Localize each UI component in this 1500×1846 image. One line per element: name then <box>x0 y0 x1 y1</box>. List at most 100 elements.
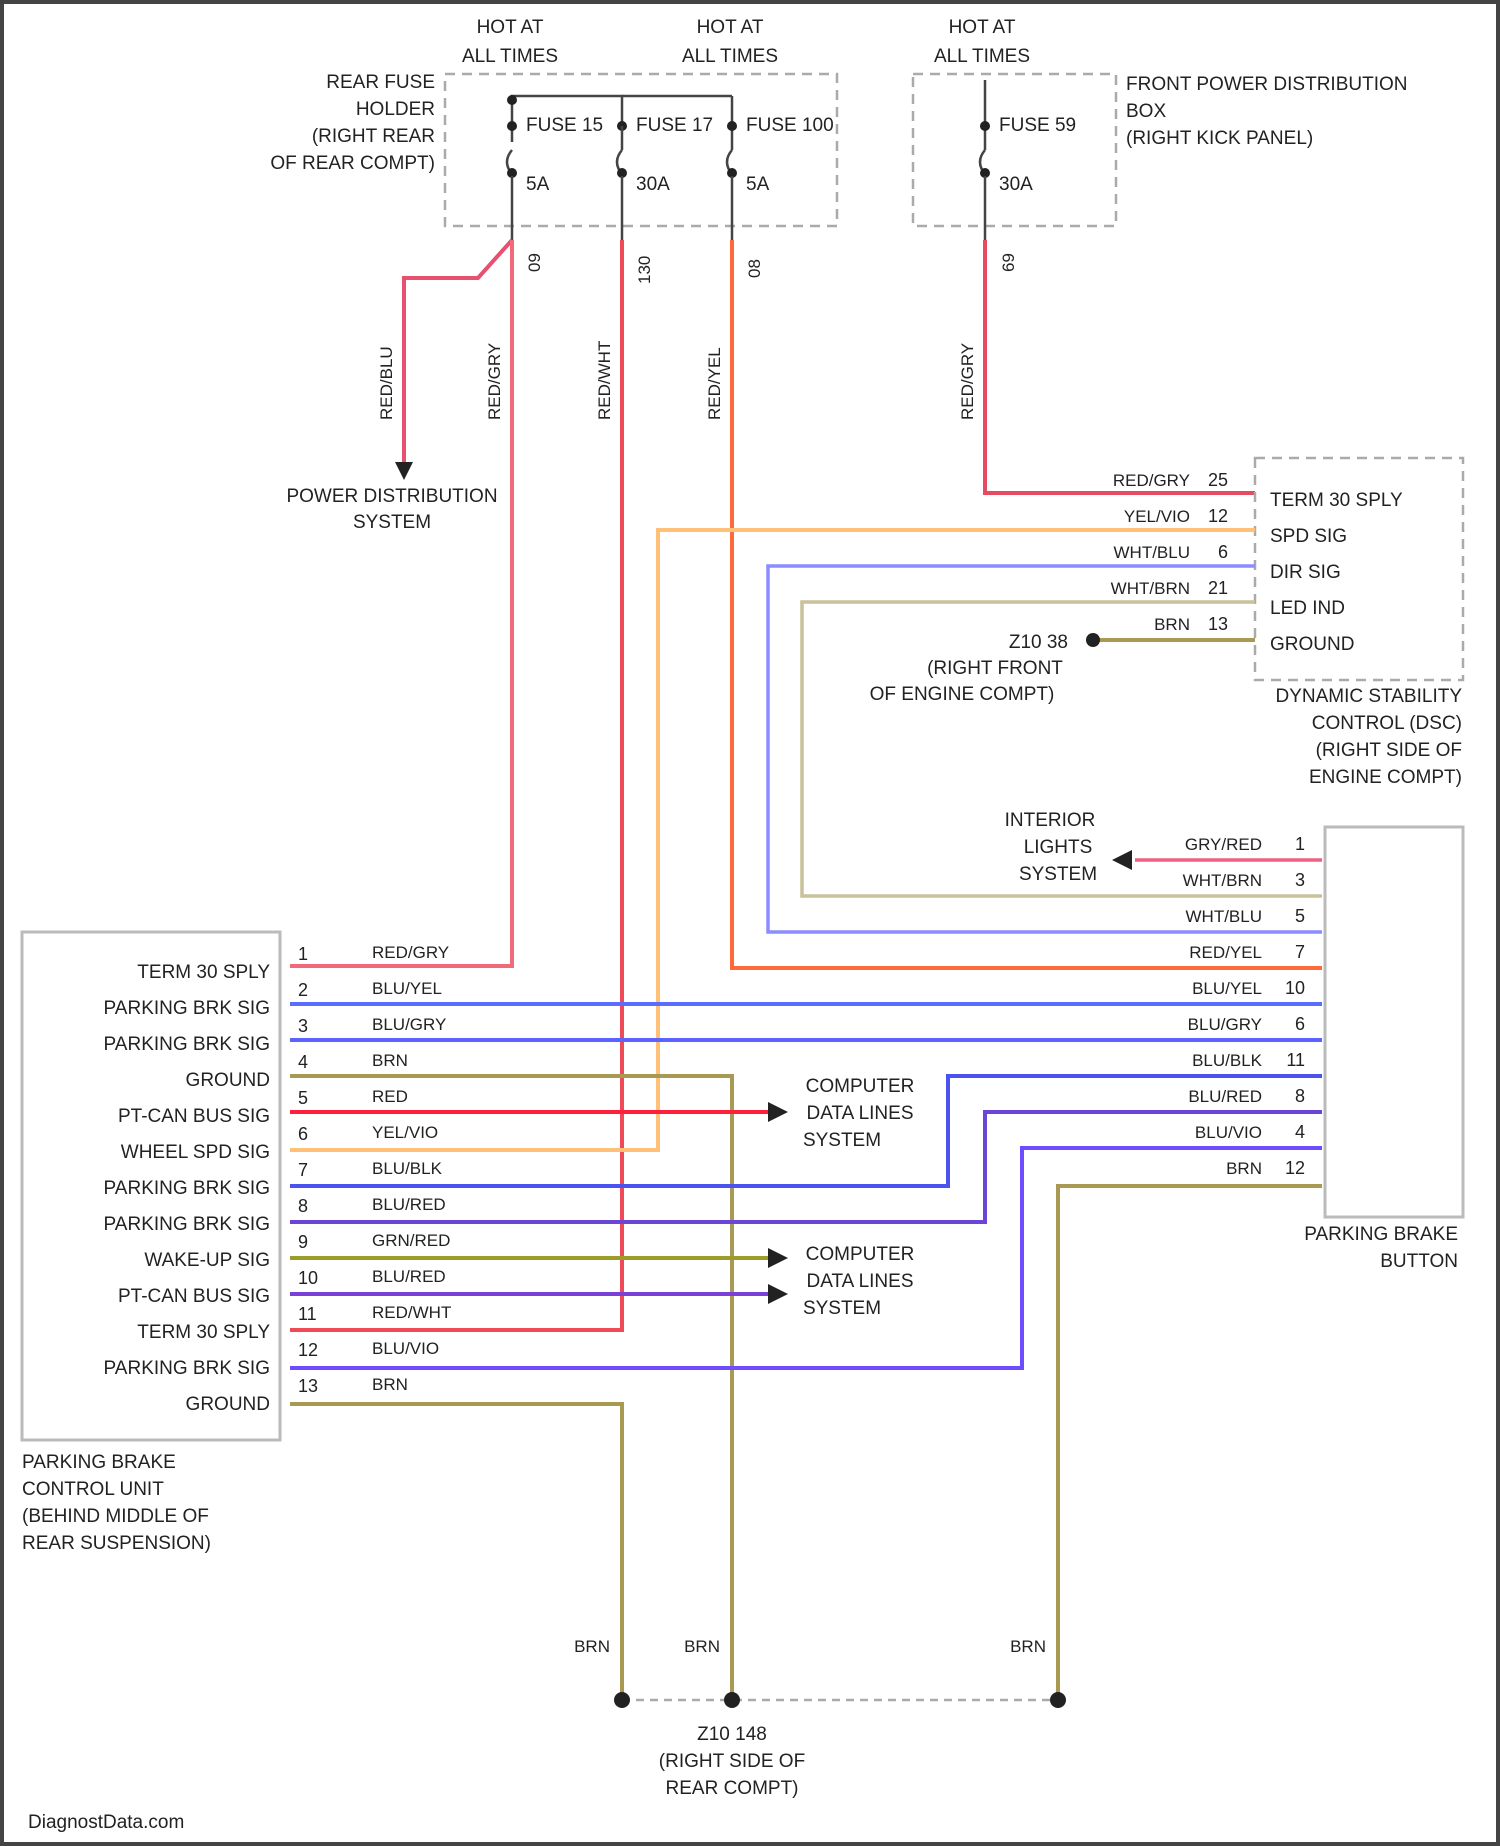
svg-text:12: 12 <box>1285 1158 1305 1178</box>
fuse-59: FUSE 59 30A 69 <box>980 80 1076 272</box>
wire-brn-btn12 <box>1058 1186 1322 1700</box>
svg-text:PARKING BRK SIG: PARKING BRK SIG <box>104 1178 270 1199</box>
computer-data-2c: SYSTEM <box>803 1298 881 1319</box>
dsc-name-1: DYNAMIC STABILITY <box>1275 686 1462 707</box>
hot-label-rear-1a: HOT AT <box>477 17 544 38</box>
svg-text:WHT/BRN: WHT/BRN <box>1183 871 1262 890</box>
svg-text:FUSE 17: FUSE 17 <box>636 115 713 136</box>
svg-text:GROUND: GROUND <box>186 1070 270 1091</box>
hot-label-rear-1b: ALL TIMES <box>462 46 558 67</box>
control-unit-name-2: CONTROL UNIT <box>22 1479 164 1500</box>
dsc-ground-label-2: (RIGHT FRONT <box>927 658 1063 679</box>
ground-dot-3 <box>1050 1692 1066 1708</box>
svg-text:09: 09 <box>525 253 544 272</box>
svg-text:2: 2 <box>298 980 308 1000</box>
svg-text:8: 8 <box>298 1196 308 1216</box>
fuse-15: FUSE 15 5A 09 <box>507 95 603 272</box>
front-power-box <box>913 74 1116 226</box>
svg-text:6: 6 <box>1295 1014 1305 1034</box>
hot-label-front-b: ALL TIMES <box>934 46 1030 67</box>
svg-text:7: 7 <box>1295 942 1305 962</box>
arrow-computer-data-1 <box>768 1102 788 1122</box>
svg-text:69: 69 <box>999 253 1018 272</box>
svg-text:5: 5 <box>1295 906 1305 926</box>
svg-text:6: 6 <box>1218 542 1228 562</box>
ground-z10-148-3: REAR COMPT) <box>666 1778 799 1799</box>
svg-text:12: 12 <box>1208 506 1228 526</box>
svg-text:13: 13 <box>298 1376 318 1396</box>
computer-data-2b: DATA LINES <box>807 1271 914 1292</box>
svg-text:3: 3 <box>298 1016 308 1036</box>
svg-text:1: 1 <box>298 944 308 964</box>
button-name-1: PARKING BRAKE <box>1304 1224 1458 1245</box>
svg-text:08: 08 <box>745 259 764 278</box>
svg-text:9: 9 <box>298 1232 308 1252</box>
svg-text:RED: RED <box>372 1087 408 1106</box>
svg-text:FUSE 15: FUSE 15 <box>526 115 603 136</box>
arrow-computer-data-2 <box>768 1248 788 1268</box>
svg-text:PT-CAN BUS SIG: PT-CAN BUS SIG <box>118 1106 270 1127</box>
control-unit-name-4: REAR SUSPENSION) <box>22 1533 211 1554</box>
svg-text:130: 130 <box>635 256 654 284</box>
dsc-pins: RED/GRY 25 TERM 30 SPLY YEL/VIO 12 SPD S… <box>1111 470 1403 655</box>
svg-text:BLU/YEL: BLU/YEL <box>372 979 442 998</box>
hot-label-rear-2b: ALL TIMES <box>682 46 778 67</box>
rear-fuse-holder-name-2: HOLDER <box>356 99 435 120</box>
svg-text:GRN/RED: GRN/RED <box>372 1231 450 1250</box>
svg-text:FUSE 100: FUSE 100 <box>746 115 834 136</box>
computer-data-2a: COMPUTER <box>806 1244 915 1265</box>
svg-text:12: 12 <box>298 1340 318 1360</box>
svg-text:5: 5 <box>298 1088 308 1108</box>
power-distribution-label-2: SYSTEM <box>353 512 431 533</box>
watermark: DiagnostData.com <box>28 1812 184 1833</box>
rear-fuse-holder-name-4: OF REAR COMPT) <box>270 153 435 174</box>
svg-text:WHT/BLU: WHT/BLU <box>1114 543 1191 562</box>
svg-text:1: 1 <box>1295 834 1305 854</box>
label-red-wht: RED/WHT <box>595 341 614 420</box>
svg-text:RED/YEL: RED/YEL <box>1189 943 1262 962</box>
svg-text:25: 25 <box>1208 470 1228 490</box>
svg-text:PARKING BRK SIG: PARKING BRK SIG <box>104 998 270 1019</box>
dsc-name-3: (RIGHT SIDE OF <box>1316 740 1462 761</box>
svg-text:11: 11 <box>1286 1050 1305 1070</box>
ground-wire-label-2: BRN <box>684 1637 720 1656</box>
control-unit-pins: TERM 30 SPLY 1 RED/GRY PARKING BRK SIG 2… <box>104 943 452 1415</box>
ground-z10-148-1: Z10 148 <box>697 1724 767 1745</box>
ground-dot-1 <box>614 1692 630 1708</box>
hot-label-rear-2a: HOT AT <box>697 17 764 38</box>
svg-text:30A: 30A <box>999 174 1033 195</box>
svg-text:11: 11 <box>298 1304 317 1324</box>
wire-brn-cu4 <box>290 1076 732 1700</box>
svg-text:WAKE-UP SIG: WAKE-UP SIG <box>144 1250 270 1271</box>
svg-text:8: 8 <box>1295 1086 1305 1106</box>
svg-text:YEL/VIO: YEL/VIO <box>372 1123 438 1142</box>
svg-text:RED/GRY: RED/GRY <box>372 943 449 962</box>
svg-text:PARKING BRK SIG: PARKING BRK SIG <box>104 1214 270 1235</box>
svg-text:YEL/VIO: YEL/VIO <box>1124 507 1190 526</box>
rear-fuse-holder-name-3: (RIGHT REAR <box>312 126 435 147</box>
svg-text:6: 6 <box>298 1124 308 1144</box>
svg-text:BRN: BRN <box>1226 1159 1262 1178</box>
svg-text:BLU/YEL: BLU/YEL <box>1192 979 1262 998</box>
parking-brake-button-box <box>1325 827 1463 1217</box>
svg-text:BLU/BLK: BLU/BLK <box>1192 1051 1263 1070</box>
svg-text:10: 10 <box>1285 978 1305 998</box>
front-power-box-name-3: (RIGHT KICK PANEL) <box>1126 128 1313 149</box>
svg-text:4: 4 <box>1295 1122 1305 1142</box>
svg-text:10: 10 <box>298 1268 318 1288</box>
svg-text:4: 4 <box>298 1052 308 1072</box>
svg-text:5A: 5A <box>746 174 770 195</box>
front-power-box-name-2: BOX <box>1126 101 1166 122</box>
svg-text:21: 21 <box>1208 578 1228 598</box>
svg-text:BLU/RED: BLU/RED <box>1188 1087 1262 1106</box>
computer-data-1b: DATA LINES <box>807 1103 914 1124</box>
svg-text:RED/WHT: RED/WHT <box>372 1303 451 1322</box>
svg-text:BLU/VIO: BLU/VIO <box>372 1339 439 1358</box>
svg-text:RED/GRY: RED/GRY <box>1113 471 1190 490</box>
control-unit-name-1: PARKING BRAKE <box>22 1452 176 1473</box>
wire-brn-cu13 <box>290 1404 622 1700</box>
svg-text:BRN: BRN <box>372 1051 408 1070</box>
computer-data-1c: SYSTEM <box>803 1130 881 1151</box>
svg-text:BLU/GRY: BLU/GRY <box>1188 1015 1262 1034</box>
